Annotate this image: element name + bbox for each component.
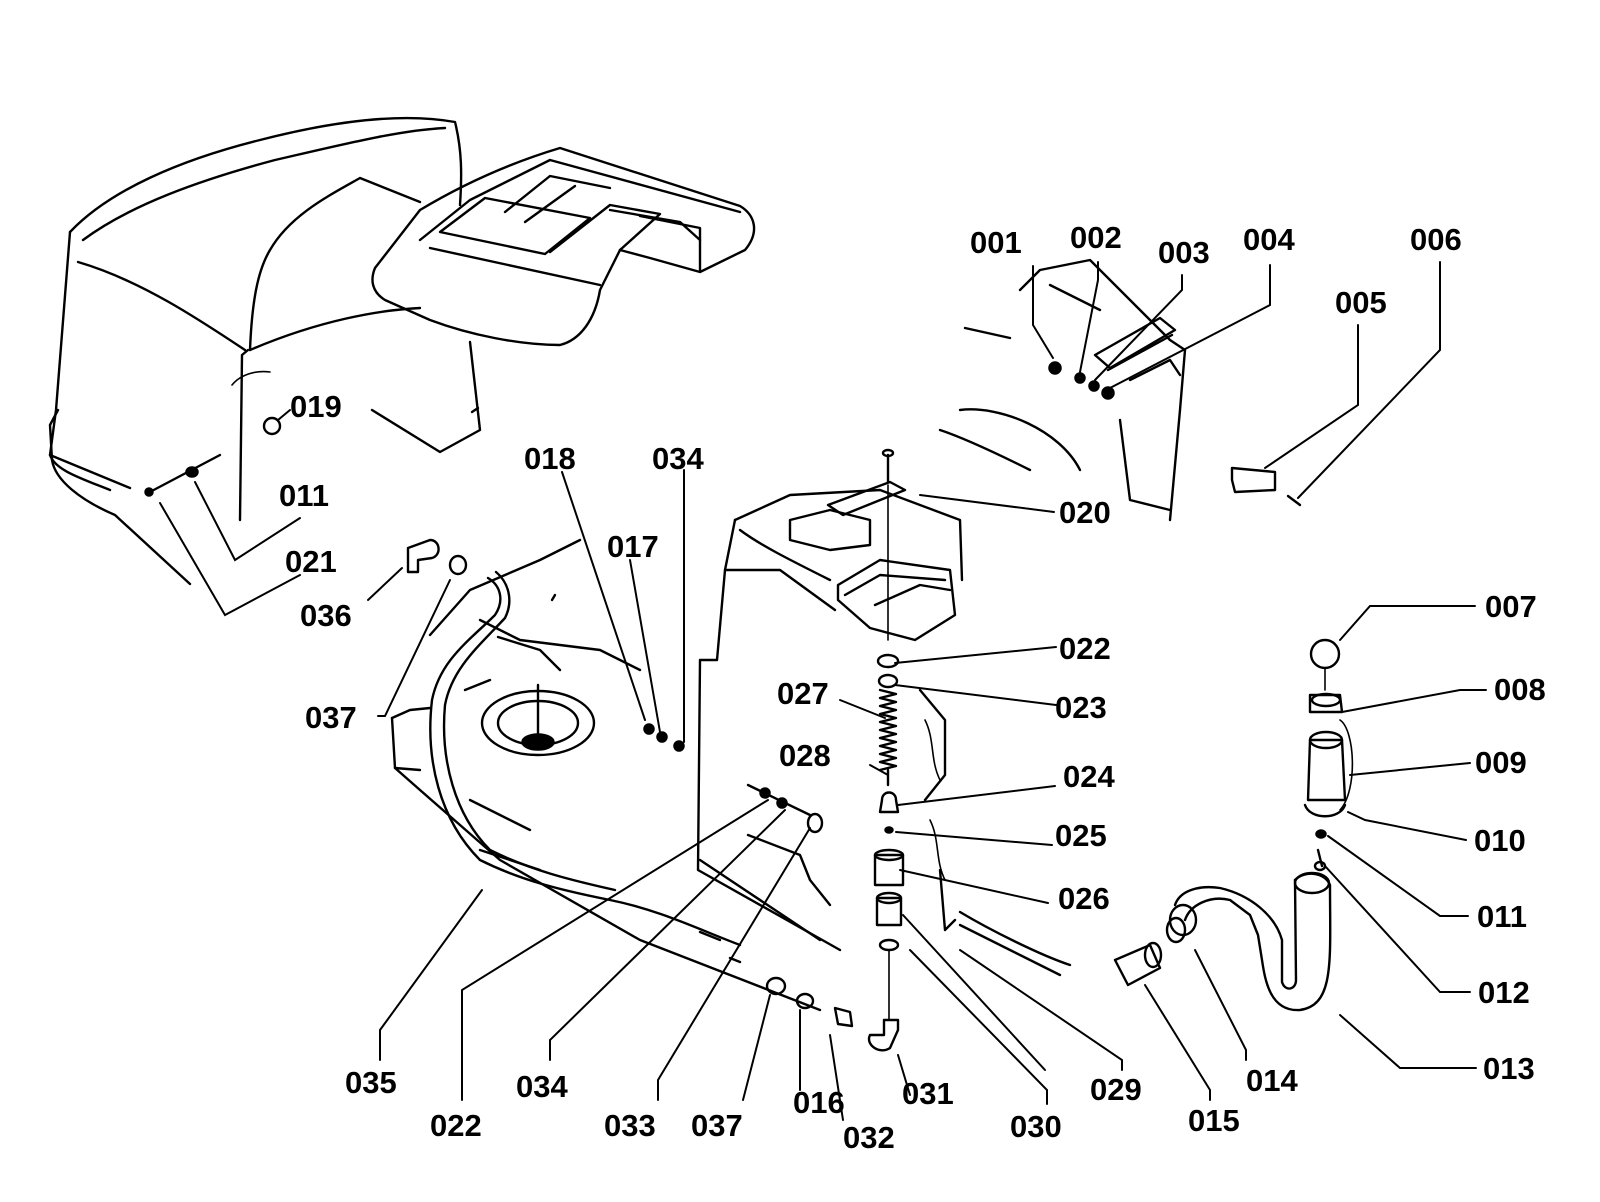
callout-017: 017 (607, 529, 659, 564)
top-panel (371, 146, 756, 347)
callout-027: 027 (777, 676, 829, 711)
callout-labels: 001 002 003 004 005 006 007 008 009 010 … (279, 220, 1546, 1155)
callout-006: 006 (1410, 222, 1462, 257)
callout-032: 032 (843, 1120, 895, 1155)
callout-035: 035 (345, 1065, 397, 1100)
hardware-parts (144, 361, 1354, 1052)
callout-022-lower: 022 (430, 1108, 482, 1143)
callout-025: 025 (1055, 818, 1107, 853)
callout-023: 023 (1055, 690, 1107, 725)
callout-016: 016 (793, 1085, 845, 1120)
callout-024: 024 (1063, 759, 1115, 794)
callout-022-upper: 022 (1059, 631, 1111, 666)
base-tank (390, 538, 822, 1012)
callout-008: 008 (1494, 672, 1546, 707)
solution-tank (696, 488, 964, 952)
callout-034-lower: 034 (516, 1069, 568, 1104)
callout-037-left: 037 (305, 700, 357, 735)
callout-002: 002 (1070, 220, 1122, 255)
callout-014: 014 (1246, 1063, 1298, 1098)
callout-036: 036 (300, 598, 352, 633)
callout-033: 033 (604, 1108, 656, 1143)
callout-001: 001 (970, 225, 1022, 260)
hose-assembly (429, 570, 1332, 1012)
callout-011-left: 011 (279, 478, 329, 513)
callout-013: 013 (1483, 1051, 1535, 1086)
recovery-tank (938, 258, 1187, 522)
callout-004: 004 (1243, 222, 1295, 257)
callout-020: 020 (1059, 495, 1111, 530)
callout-037-bottom: 037 (691, 1108, 743, 1143)
leader-lines (159, 261, 1487, 1121)
callout-028: 028 (779, 738, 831, 773)
callout-019: 019 (290, 389, 342, 424)
callout-030: 030 (1010, 1109, 1062, 1144)
hood-cover (48, 116, 482, 586)
callout-005: 005 (1335, 285, 1387, 320)
callout-007: 007 (1485, 589, 1537, 624)
callout-003: 003 (1158, 235, 1210, 270)
callout-012: 012 (1478, 975, 1530, 1010)
callout-026: 026 (1058, 881, 1110, 916)
callout-018: 018 (524, 441, 576, 476)
callout-015: 015 (1188, 1103, 1240, 1138)
callout-034-upper: 034 (652, 441, 704, 476)
callout-031: 031 (902, 1076, 954, 1111)
callout-010: 010 (1474, 823, 1526, 858)
callout-009: 009 (1475, 745, 1527, 780)
callout-029: 029 (1090, 1072, 1142, 1107)
callout-011-right: 011 (1477, 899, 1527, 934)
callout-021: 021 (285, 544, 337, 579)
